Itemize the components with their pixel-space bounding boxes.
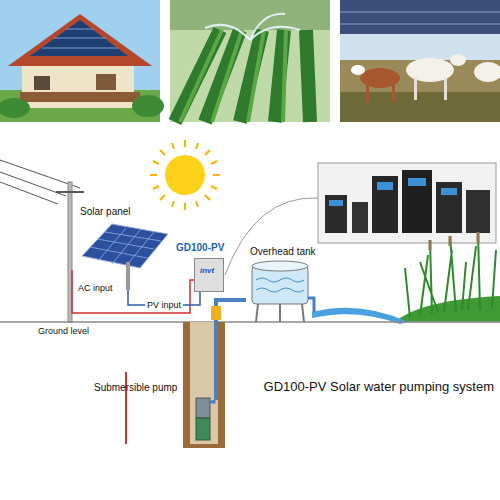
panel-label: Solar panel — [80, 206, 131, 218]
house-photo — [0, 0, 164, 122]
controller: GD100-PV invt — [172, 242, 234, 292]
overhead-tank-shape — [244, 260, 322, 322]
controller-model: GD100-PV — [176, 242, 224, 254]
submersible-pump: Submersible pump — [94, 372, 218, 444]
submersible-pump-shape — [192, 372, 216, 444]
ac-wire — [72, 270, 194, 313]
grass — [395, 232, 500, 322]
caption: GD100-PV Solar water pumping system — [264, 380, 494, 395]
water-pipe — [211, 300, 246, 400]
tank-label: Overhead tank — [250, 246, 316, 258]
pump-label: Submersible pump — [94, 382, 177, 394]
wire-label: AC input — [78, 283, 113, 293]
ground-label: Ground level — [38, 326, 89, 336]
solar-panel: Solar panel — [78, 206, 170, 290]
goat-photo — [340, 0, 500, 122]
brand-logo: invt — [200, 266, 214, 275]
well — [183, 322, 225, 448]
edge-label: PV input — [145, 300, 183, 310]
crop-photo — [170, 0, 330, 122]
ground-line — [0, 321, 500, 323]
solar-panel-shape — [78, 220, 170, 290]
overhead-tank: Overhead tank — [244, 246, 322, 322]
sun — [150, 140, 220, 210]
product-inset — [225, 163, 496, 275]
